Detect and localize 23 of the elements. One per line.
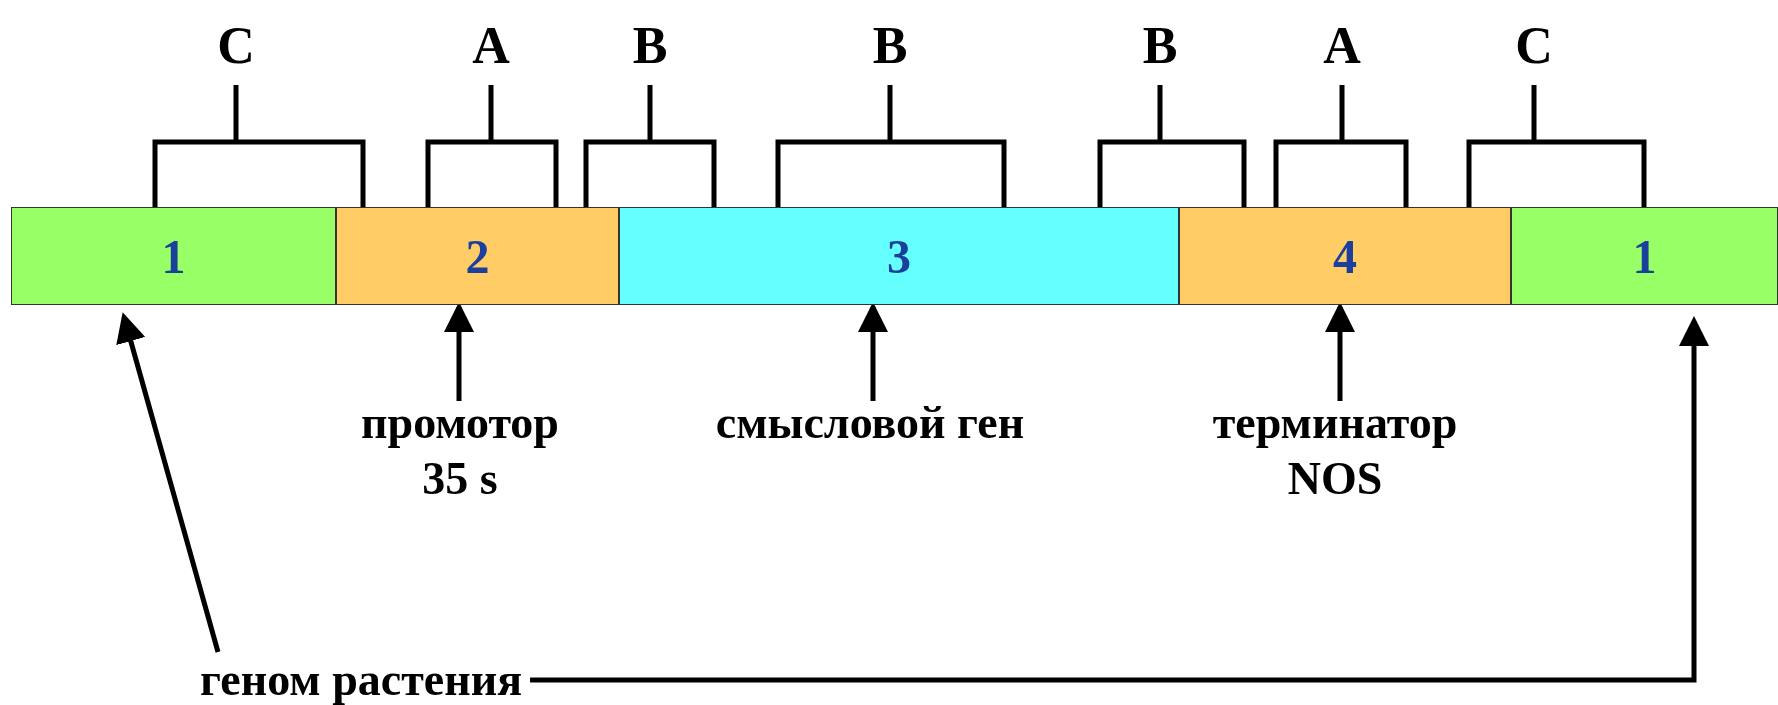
caption-text: смысловой ген	[640, 395, 1100, 451]
caption-text: терминатор NOS	[1180, 395, 1490, 507]
segment-number: 3	[887, 228, 911, 284]
bracket-letter: B	[1141, 18, 1179, 74]
dna-segment	[1179, 207, 1511, 305]
bracket-letter: C	[1514, 18, 1554, 74]
dna-segment	[1511, 207, 1778, 305]
bracket-letter: A	[1322, 18, 1362, 74]
caption-text: промотор 35 s	[345, 395, 575, 507]
caption-text: геном растения	[200, 652, 523, 705]
dna-segment	[336, 207, 619, 305]
segment-number: 1	[1632, 228, 1657, 284]
segment-number: 4	[1333, 228, 1357, 284]
segment-number: 1	[161, 228, 186, 284]
bracket-letter: B	[631, 18, 669, 74]
bracket-letter: A	[471, 18, 511, 74]
segment-number: 2	[465, 228, 490, 284]
arrow	[116, 312, 221, 653]
bracket-letter: C	[216, 18, 256, 74]
bracket-letter: B	[871, 18, 909, 74]
arrow	[530, 316, 1709, 683]
dna-segment	[11, 207, 336, 305]
dna-segment	[619, 207, 1179, 305]
